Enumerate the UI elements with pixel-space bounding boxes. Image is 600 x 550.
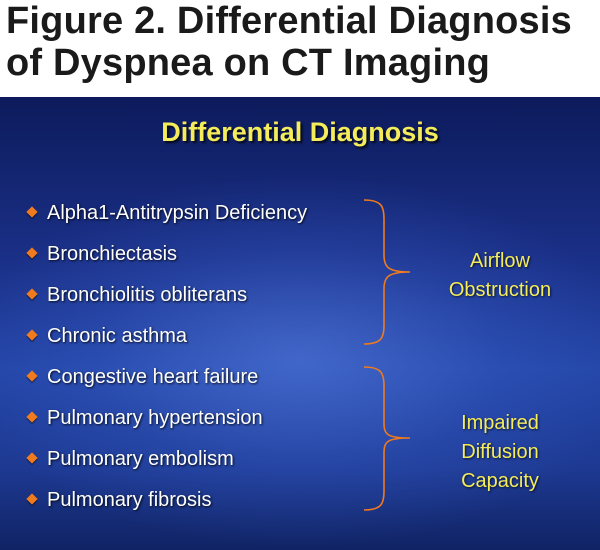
figure-title-line-1: Figure 2. Differential Diagnosis bbox=[6, 0, 572, 42]
diamond-bullet-icon bbox=[26, 411, 38, 423]
slide-heading: Differential Diagnosis bbox=[161, 117, 439, 147]
diamond-bullet-icon bbox=[26, 329, 38, 341]
diamond-bullet-icon bbox=[26, 288, 38, 300]
group-label-line: Obstruction bbox=[448, 279, 552, 301]
group-label-impaired-diffusion-capacity: Impaired Diffusion Capacity bbox=[430, 409, 570, 496]
diamond-bullet-icon bbox=[26, 452, 38, 464]
group-label-line: Impaired bbox=[461, 412, 539, 434]
group-label-line: Capacity bbox=[461, 470, 539, 492]
group-label-line: Diffusion bbox=[461, 441, 539, 463]
diamond-bullet-icon bbox=[26, 370, 38, 382]
right-curly-brace-icon bbox=[363, 199, 411, 345]
diagnosis-item-label: Congestive heart failure bbox=[47, 366, 259, 388]
group-label-line: Airflow bbox=[469, 250, 530, 272]
diagnosis-item-label: Pulmonary embolism bbox=[47, 448, 234, 470]
figure-title-line-2: of Dyspnea on CT Imaging bbox=[6, 42, 491, 84]
group-label-airflow-obstruction: Airflow Obstruction bbox=[430, 247, 570, 305]
right-curly-brace-icon bbox=[363, 366, 411, 511]
diamond-bullet-icon bbox=[26, 493, 38, 505]
diagnosis-item-label: Alpha1-Antitrypsin Deficiency bbox=[47, 202, 308, 224]
diagnosis-item-label: Bronchiolitis obliterans bbox=[47, 284, 248, 306]
slide-panel: Differential Diagnosis Alpha1-Antitrypsi… bbox=[0, 97, 600, 550]
diagnosis-item-label: Pulmonary hypertension bbox=[47, 407, 263, 429]
diagnosis-item-label: Pulmonary fibrosis bbox=[47, 489, 212, 511]
diamond-bullet-icon bbox=[26, 247, 38, 259]
diamond-bullet-icon bbox=[26, 206, 38, 218]
diagnosis-item-label: Bronchiectasis bbox=[47, 243, 178, 265]
figure-title: Figure 2. Differential Diagnosis of Dysp… bbox=[6, 0, 598, 84]
diagnosis-item-label: Chronic asthma bbox=[47, 325, 188, 347]
